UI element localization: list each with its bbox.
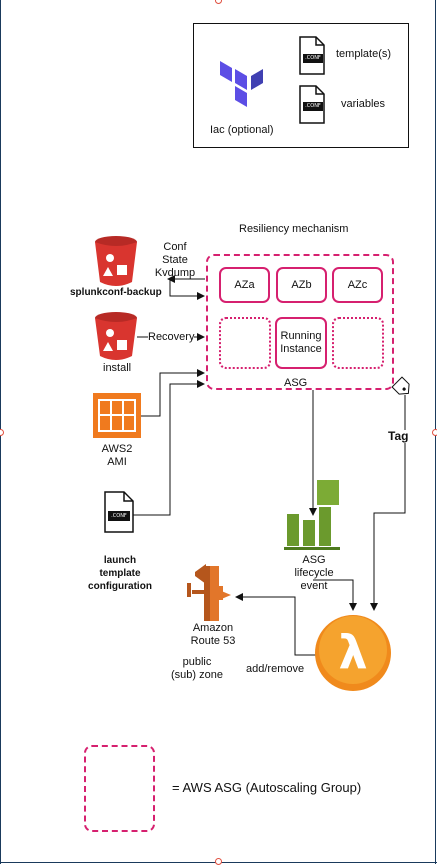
resize-handle-right[interactable] xyxy=(432,429,437,436)
running-instance[interactable]: Running Instance xyxy=(275,317,327,369)
conf-state-label-1: Conf xyxy=(163,241,187,253)
resize-handle-left[interactable] xyxy=(0,429,4,436)
route53-label-2: Route 53 xyxy=(190,635,236,647)
launch-template-label-3: configuration xyxy=(88,581,152,592)
lifecycle-label-2: lifecycle xyxy=(294,567,334,579)
bucket-backup-label: splunkconf-backup xyxy=(70,287,162,298)
variables-label: variables xyxy=(341,98,386,110)
launch-template-label-1: launch xyxy=(103,555,137,566)
launch-template-label-2: template xyxy=(99,568,141,579)
route53-icon xyxy=(187,564,231,621)
asg-legend-definition: = AWS ASG (Autoscaling Group) xyxy=(172,780,362,795)
asg-label: ASG xyxy=(284,377,308,389)
resiliency-title: Resiliency mechanism xyxy=(239,223,349,235)
tag-to-lambda-connector xyxy=(370,395,406,611)
svg-text:λ: λ xyxy=(338,625,367,679)
terraform-icon xyxy=(220,61,263,107)
zone-label-2: (sub) zone xyxy=(171,669,223,681)
asg-legend-symbol xyxy=(84,745,155,832)
variables-file-tag: .CONF xyxy=(305,103,321,109)
az-a[interactable]: AZa xyxy=(219,267,270,303)
variables-file-icon xyxy=(299,85,325,124)
launch-template-connector xyxy=(133,380,205,516)
tag-label: Tag xyxy=(388,429,409,443)
lambda-to-route53-connector xyxy=(235,593,316,656)
ami-connector xyxy=(141,369,205,417)
s3-bucket-backup-icon xyxy=(95,236,137,286)
ami-icon xyxy=(93,393,141,438)
lifecycle-label-1: ASG xyxy=(289,554,339,567)
conf-state-label-3: Kvdump xyxy=(154,267,196,279)
templates-label: template(s) xyxy=(336,48,392,60)
launch-template-file-tag: .CONF xyxy=(111,513,127,519)
zone-label-1: public xyxy=(182,656,212,668)
iac-label: Iac (optional) xyxy=(210,124,274,136)
instance-slot-c xyxy=(332,317,384,369)
s3-bucket-install-icon xyxy=(95,312,137,360)
route53-label-1: Amazon xyxy=(192,622,234,634)
recovery-label: Recovery xyxy=(148,331,195,344)
lambda-icon: λ xyxy=(315,615,391,691)
conf-state-label-2: State xyxy=(162,254,188,266)
template-file-tag: .CONF xyxy=(305,55,321,61)
iac-legend-box xyxy=(193,23,409,148)
ami-label-2: AMI xyxy=(107,456,127,468)
lifecycle-label-3: event xyxy=(300,580,328,592)
bucket-install-label: install xyxy=(103,362,132,374)
tag-icon xyxy=(391,376,410,395)
template-file-icon xyxy=(299,36,325,75)
lifecycle-to-lambda-connector xyxy=(313,579,357,611)
asg-lifecycle-icon xyxy=(284,480,340,550)
add-remove-label: add/remove xyxy=(246,663,305,675)
launch-template-file-icon xyxy=(104,491,134,533)
asg-group[interactable] xyxy=(206,254,394,390)
conf-state-connector xyxy=(167,275,205,300)
resize-handle-top[interactable] xyxy=(215,0,222,4)
az-c[interactable]: AZc xyxy=(332,267,383,303)
instance-slot-a xyxy=(219,317,271,369)
ami-label-1: AWS2 xyxy=(101,443,133,455)
az-b[interactable]: AZb xyxy=(276,267,327,303)
